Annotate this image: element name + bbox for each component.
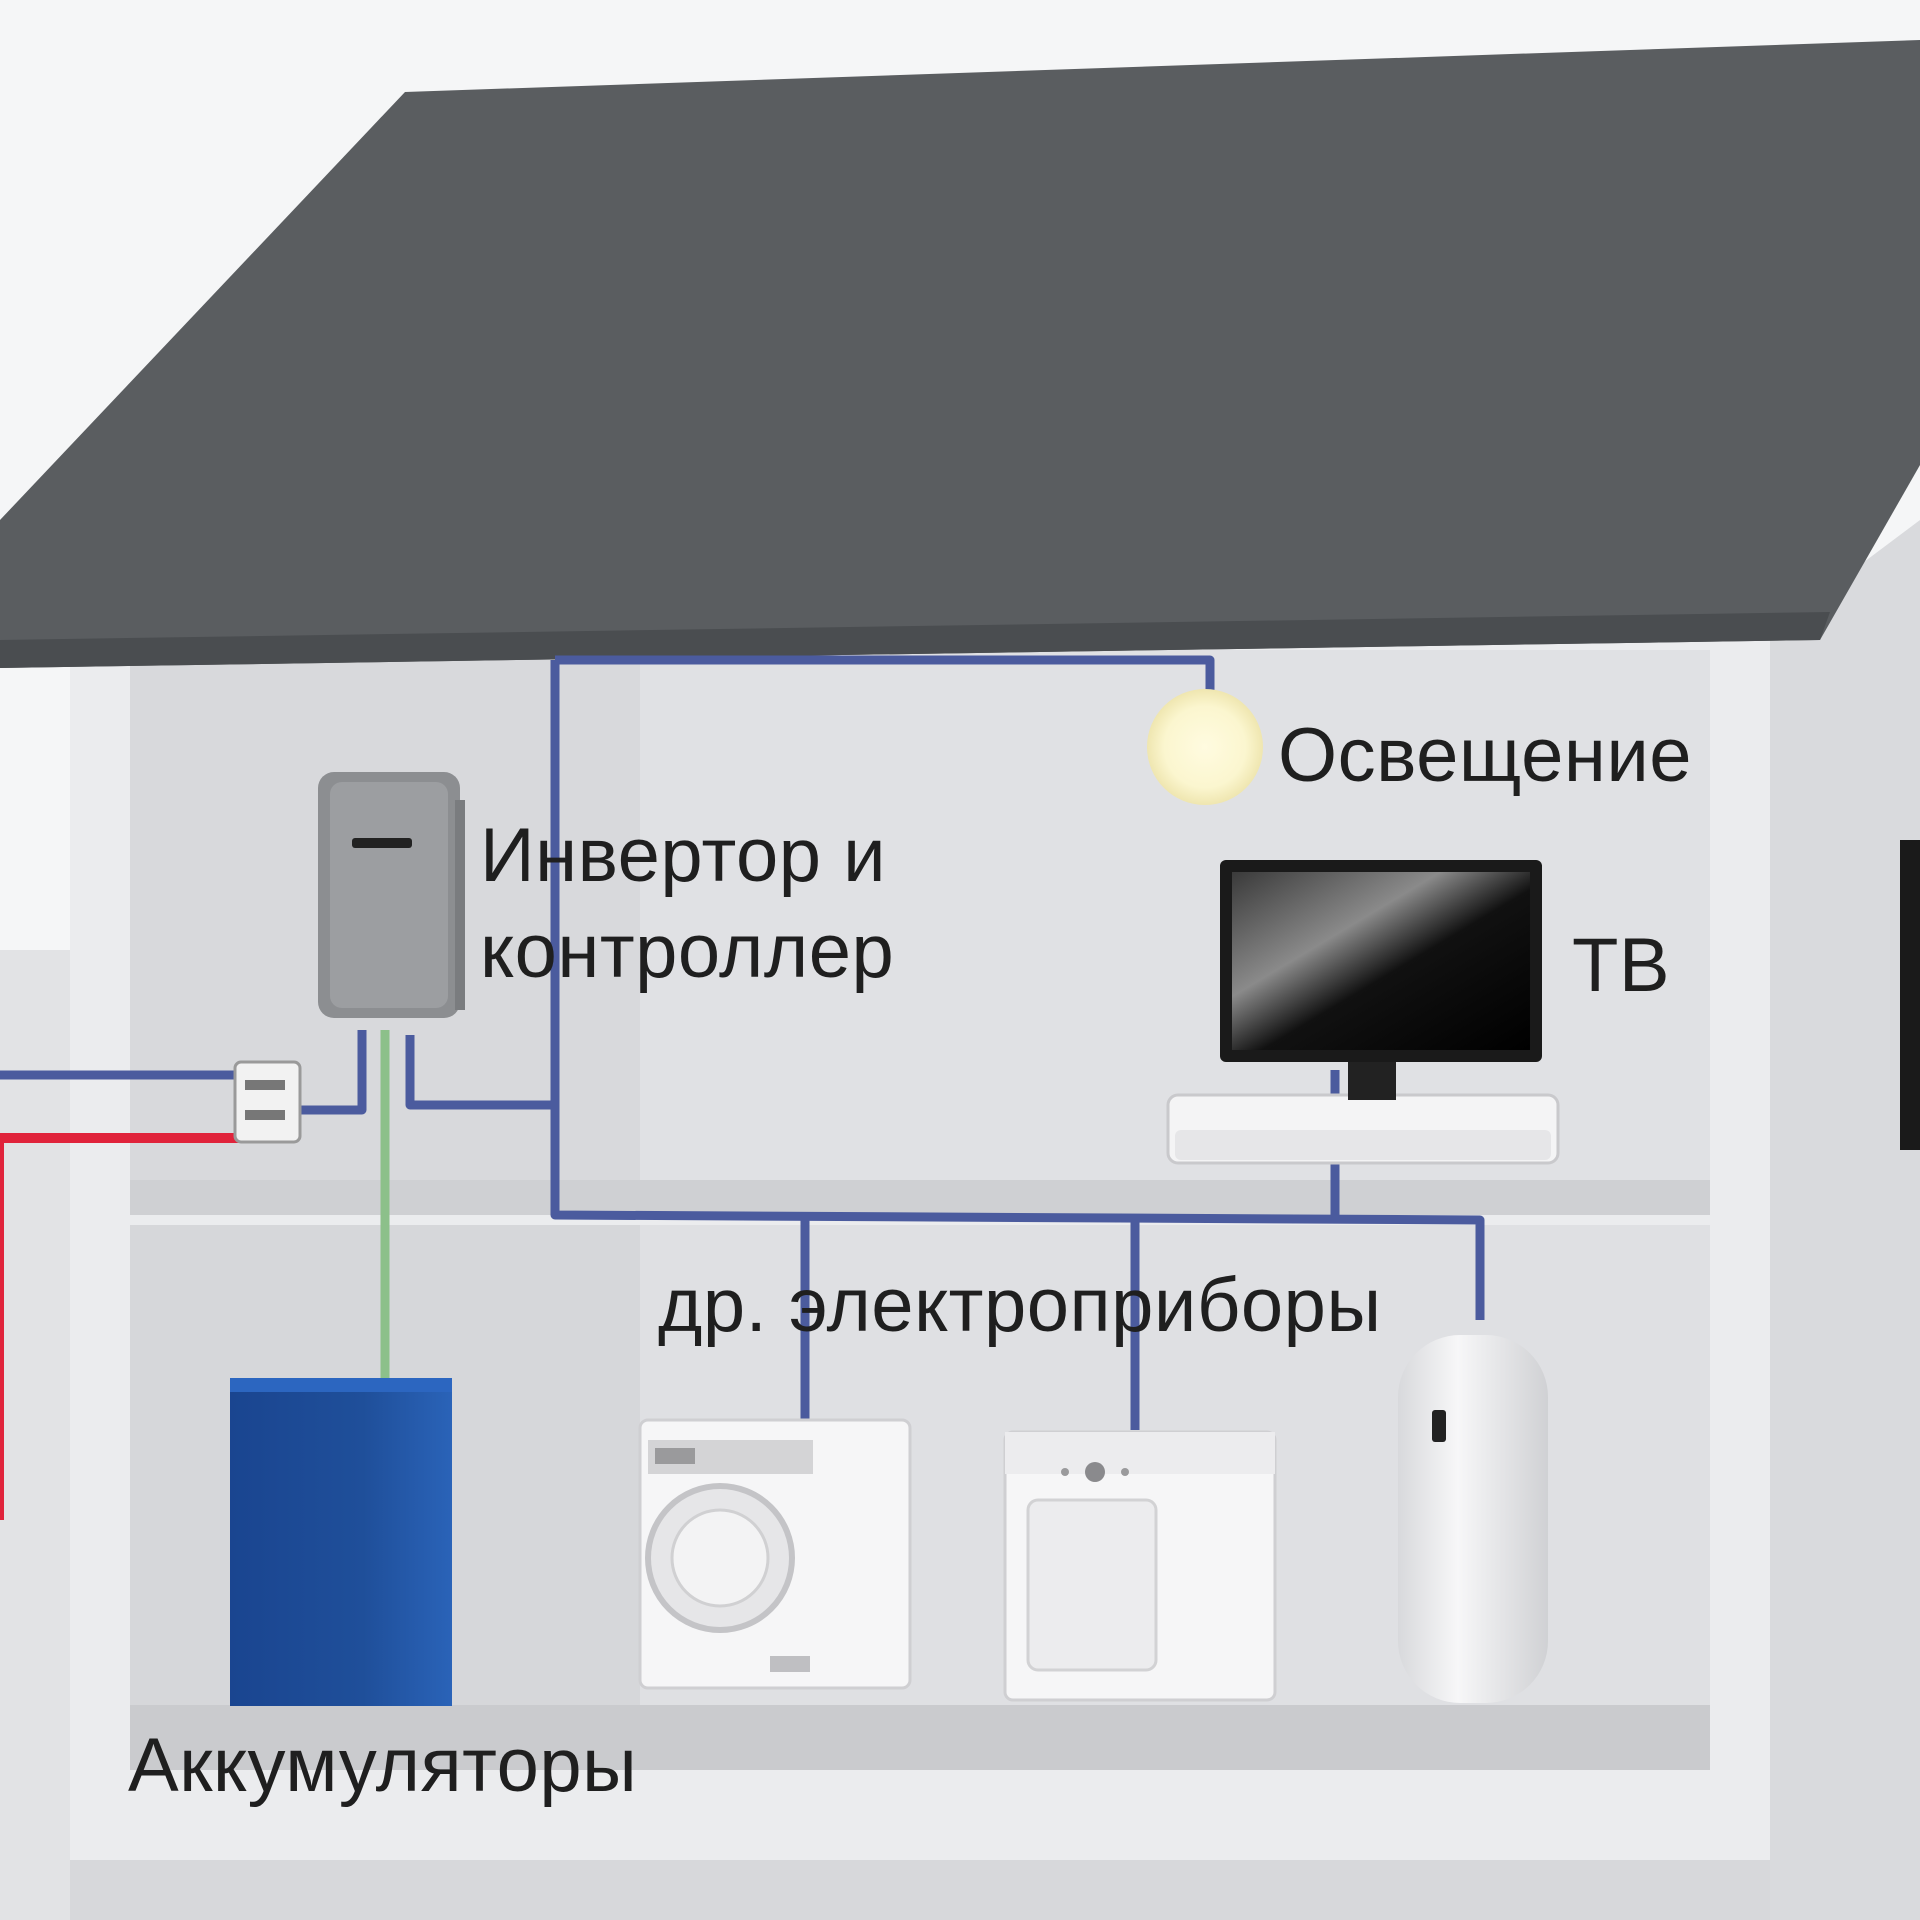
washing-machine-icon xyxy=(638,1418,912,1690)
inverter-label: Инвертор и контроллер xyxy=(480,808,894,1000)
side-window xyxy=(1900,840,1920,1150)
battery-bank xyxy=(230,1378,452,1706)
inverter-controller xyxy=(318,772,465,1018)
tv-label: ТВ xyxy=(1572,923,1671,1008)
junction-box xyxy=(233,1060,302,1144)
batteries-label: Аккумуляторы xyxy=(128,1723,638,1808)
water-heater-icon xyxy=(1398,1335,1548,1703)
roof xyxy=(0,40,1920,668)
upper-floor xyxy=(130,1180,1710,1215)
inverter-label-line1: Инвертор и xyxy=(480,813,887,898)
house-side-wall xyxy=(1760,520,1920,1920)
left-neighbor-wall xyxy=(0,950,70,1920)
lower-floor xyxy=(130,1705,1710,1770)
appliances-label: др. электроприборы xyxy=(658,1263,1382,1348)
lighting-label: Освещение xyxy=(1278,713,1693,798)
dryer-icon xyxy=(1003,1430,1277,1702)
lamp-icon xyxy=(1147,689,1263,805)
tv-icon xyxy=(1166,860,1560,1165)
inverter-label-line2: контроллер xyxy=(480,909,895,994)
